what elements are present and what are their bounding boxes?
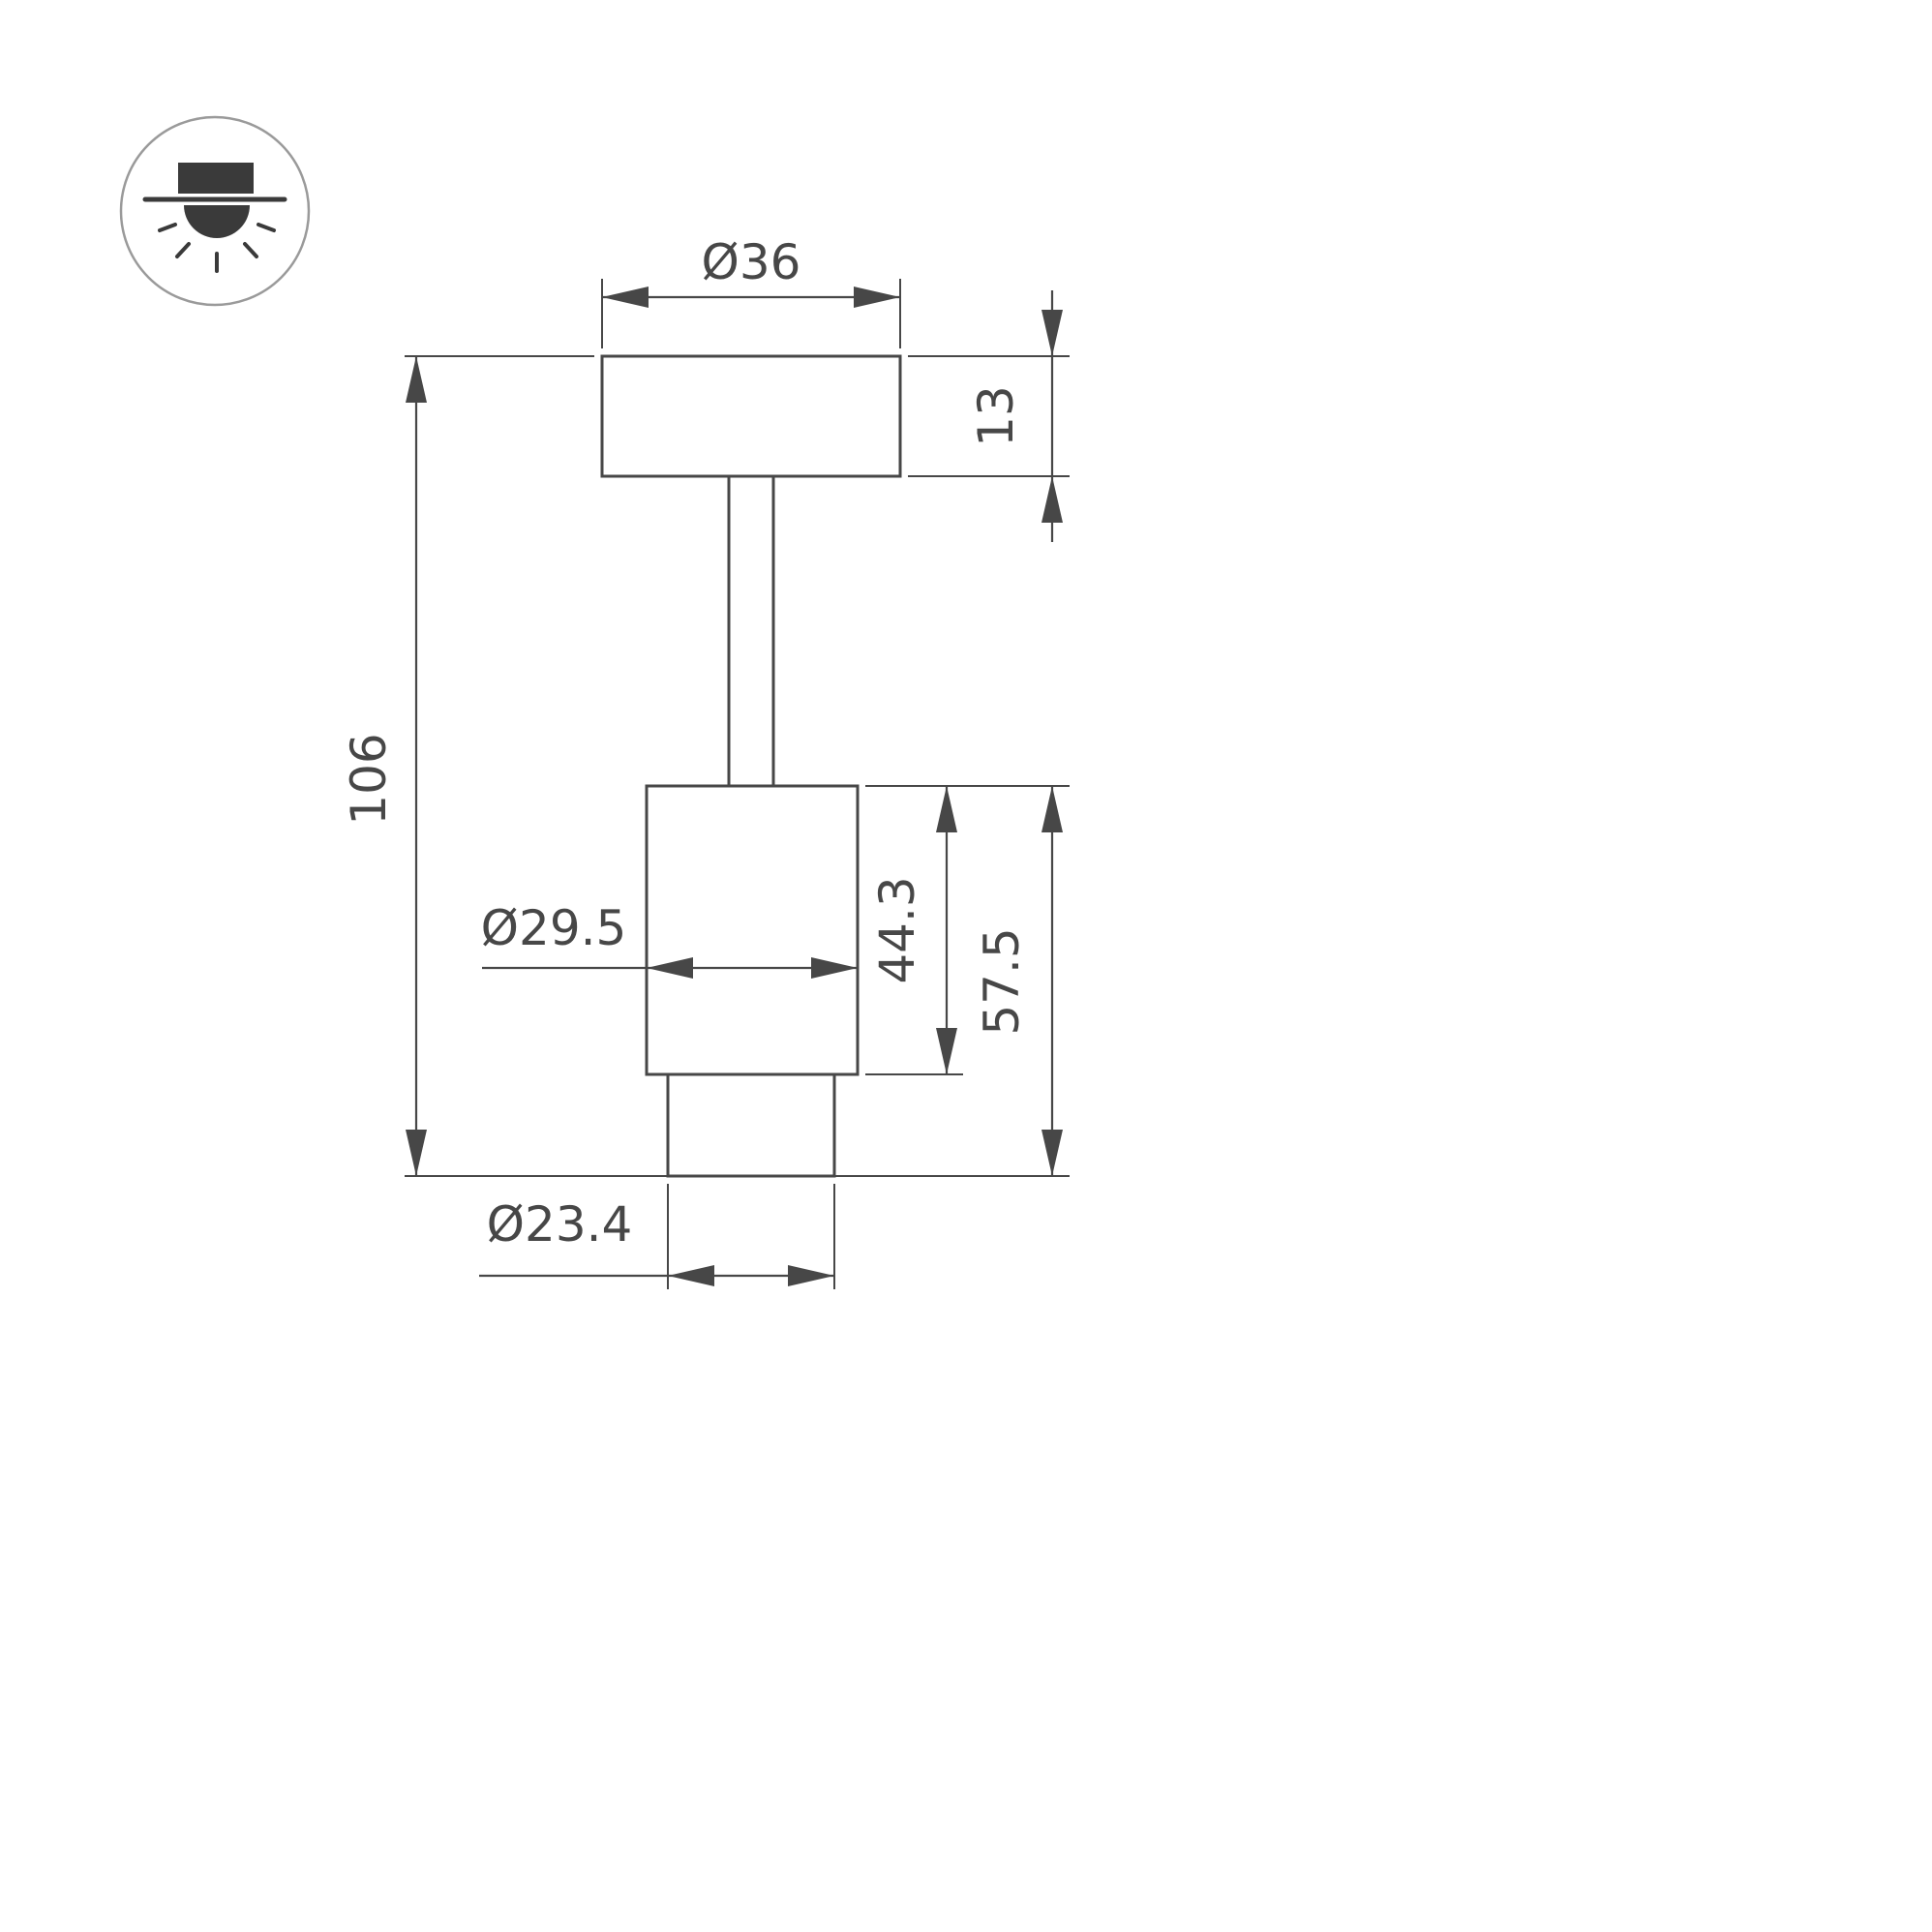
arrowhead-right — [854, 287, 900, 308]
arrowhead-top — [1041, 786, 1063, 832]
dim-label-body-diameter: Ø29.5 — [481, 900, 627, 956]
extension-lines — [405, 279, 1070, 1289]
body-outline — [645, 784, 860, 1076]
dim-bottom-diameter: Ø23.4 — [479, 1196, 834, 1286]
dim-label-total-height: 106 — [341, 733, 397, 825]
arrowhead-right — [811, 957, 858, 979]
arrowhead-bottom — [936, 1028, 957, 1074]
arrowhead-top — [406, 356, 427, 403]
arrowhead-left — [647, 957, 693, 979]
icon-ray — [243, 242, 258, 258]
arrowhead-left — [602, 287, 649, 308]
dim-label-body-height: 44.3 — [869, 876, 925, 983]
icon-ray — [158, 223, 177, 232]
dim-label-lower-height: 57.5 — [974, 927, 1030, 1035]
arrowhead-bottom — [1041, 1130, 1063, 1176]
arrowhead-right — [788, 1265, 834, 1286]
arrowhead-bottom — [1041, 476, 1063, 523]
bottom-cylinder-outline — [666, 1072, 836, 1178]
dim-body-diameter: Ø29.5 — [481, 900, 858, 979]
icon-light-rays — [158, 223, 276, 273]
dim-total-height: 106 — [341, 356, 427, 1176]
dim-canopy-height: 13 — [968, 290, 1063, 542]
arrowhead-left — [668, 1265, 714, 1286]
stem-outline — [727, 474, 775, 788]
icon-fixture-body — [178, 163, 254, 194]
dim-label-bottom-diameter: Ø23.4 — [487, 1196, 633, 1253]
dim-body-height: 44.3 — [869, 786, 957, 1074]
dim-label-canopy-height: 13 — [968, 385, 1024, 447]
arrowhead-top — [1041, 310, 1063, 356]
arrowhead-top — [936, 786, 957, 832]
icon-ray — [175, 242, 191, 258]
canopy-outline — [600, 354, 902, 478]
dim-lower-height: 57.5 — [974, 786, 1063, 1176]
icon-light-dome — [184, 205, 250, 238]
mount-type-icon — [119, 115, 311, 307]
fixture-outline — [600, 354, 902, 1178]
dim-label-canopy-diameter: Ø36 — [702, 234, 801, 290]
dim-canopy-diameter: Ø36 — [602, 234, 900, 308]
icon-ray — [257, 223, 276, 232]
arrowhead-bottom — [406, 1130, 427, 1176]
